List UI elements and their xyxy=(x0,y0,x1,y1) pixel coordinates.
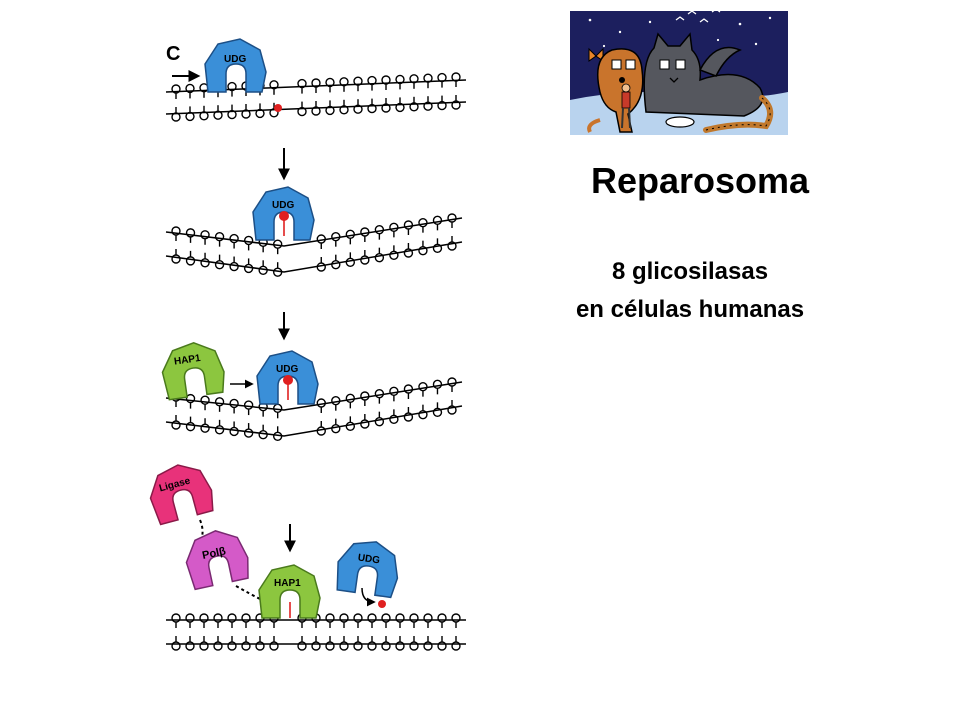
nucleotide-pair xyxy=(311,78,321,116)
udg-label: UDG xyxy=(272,200,294,211)
nucleotide-pair xyxy=(423,73,433,111)
hap1-label: HAP1 xyxy=(173,353,201,368)
nucleotide-pair xyxy=(325,77,335,116)
hap1-label: HAP1 xyxy=(274,578,301,589)
nucleotide-pair xyxy=(199,83,209,121)
step-1: UDG xyxy=(165,38,467,122)
flipped-base xyxy=(283,375,293,385)
step-3: HAP1 UDG xyxy=(158,338,463,441)
udg-label: UDG xyxy=(357,553,381,567)
hap1-enzyme: HAP1 xyxy=(158,338,228,401)
cartoon-cat-dog-illustration xyxy=(570,8,788,135)
flipped-base xyxy=(279,211,289,221)
lesion-dot xyxy=(274,104,282,112)
polb-tether xyxy=(235,585,263,601)
udg-enzyme: UDG xyxy=(333,536,403,599)
dna-duplex xyxy=(166,613,466,651)
panel-label: C xyxy=(166,43,180,65)
subtitle-line-2: en células humanas xyxy=(575,296,805,323)
nucleotide-pair xyxy=(297,78,307,117)
polb-enzyme: Polβ xyxy=(180,524,253,591)
nucleotide-pair xyxy=(353,76,363,114)
nucleotide-pair xyxy=(367,75,377,114)
nucleotide-pair xyxy=(437,72,447,111)
nucleotide-pair xyxy=(227,81,237,120)
step-4: Ligase Polβ HAP1 UDG xyxy=(143,457,466,651)
release-arrow xyxy=(361,587,376,607)
udg-label: UDG xyxy=(276,364,298,375)
nucleotide-pair xyxy=(171,84,181,122)
nucleotide-pair xyxy=(339,77,349,115)
nucleotide-pair xyxy=(381,75,391,113)
udg-enzyme: UDG xyxy=(256,350,319,405)
hap1-enzyme: HAP1 xyxy=(258,564,321,619)
dna-duplex-bent xyxy=(165,213,463,277)
subtitle-line-1: 8 glicosilasas xyxy=(611,258,769,285)
released-base xyxy=(378,600,386,608)
nucleotide-pair xyxy=(395,74,405,113)
nucleotide-pair xyxy=(185,83,195,122)
nucleotide-pair xyxy=(451,72,461,110)
udg-enzyme: UDG xyxy=(252,186,315,241)
dna-duplex-bent xyxy=(165,377,463,441)
ligase-enzyme: Ligase xyxy=(143,457,218,527)
udg-label: UDG xyxy=(224,54,246,65)
udg-enzyme: UDG xyxy=(204,38,267,93)
title: Reparosoma xyxy=(590,160,810,201)
step-2: UDG xyxy=(165,186,463,277)
nucleotide-pair xyxy=(409,74,419,112)
polb-label: Polβ xyxy=(201,545,227,562)
